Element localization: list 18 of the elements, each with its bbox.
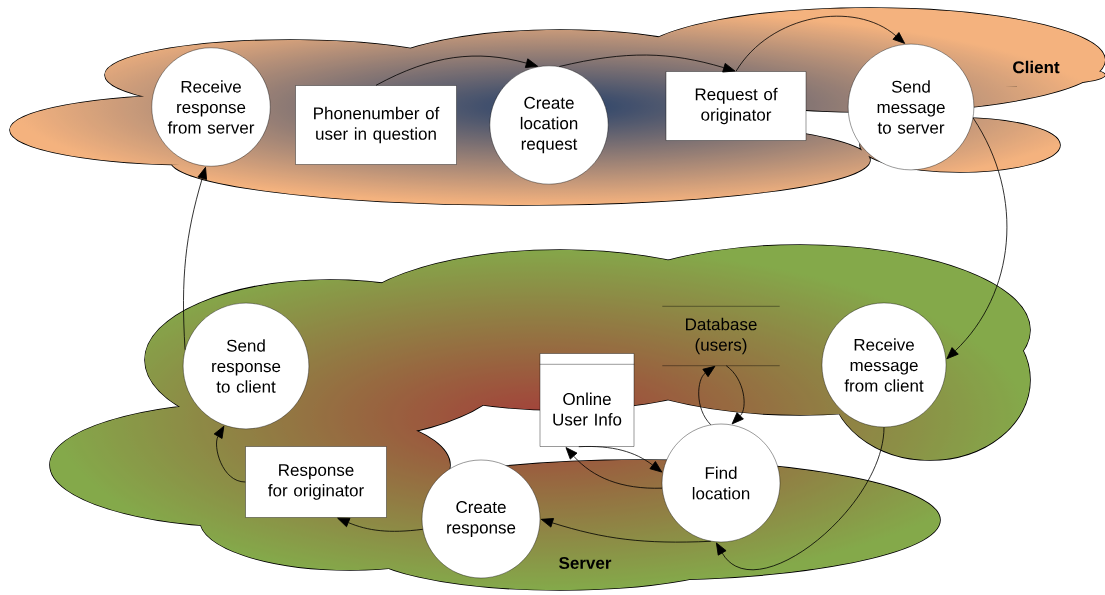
arrow	[716, 426, 885, 570]
arrow	[213, 425, 246, 483]
arrow	[725, 365, 745, 425]
arrow	[578, 446, 663, 473]
arrow	[735, 15, 906, 72]
data-store: Database (users)	[662, 306, 780, 366]
arrow	[183, 166, 207, 351]
arrow	[540, 518, 712, 543]
arrow	[558, 54, 736, 73]
data-box: Request of originator	[665, 71, 807, 141]
data-box: Response for originator	[245, 446, 387, 518]
arrow	[337, 517, 424, 532]
arrow	[375, 55, 539, 86]
arrow	[946, 117, 1008, 360]
arrow	[565, 447, 663, 489]
data-box: Phonenumber of user in question	[295, 85, 457, 165]
storage-box: Online User Info	[539, 353, 635, 447]
arrow	[698, 365, 716, 426]
